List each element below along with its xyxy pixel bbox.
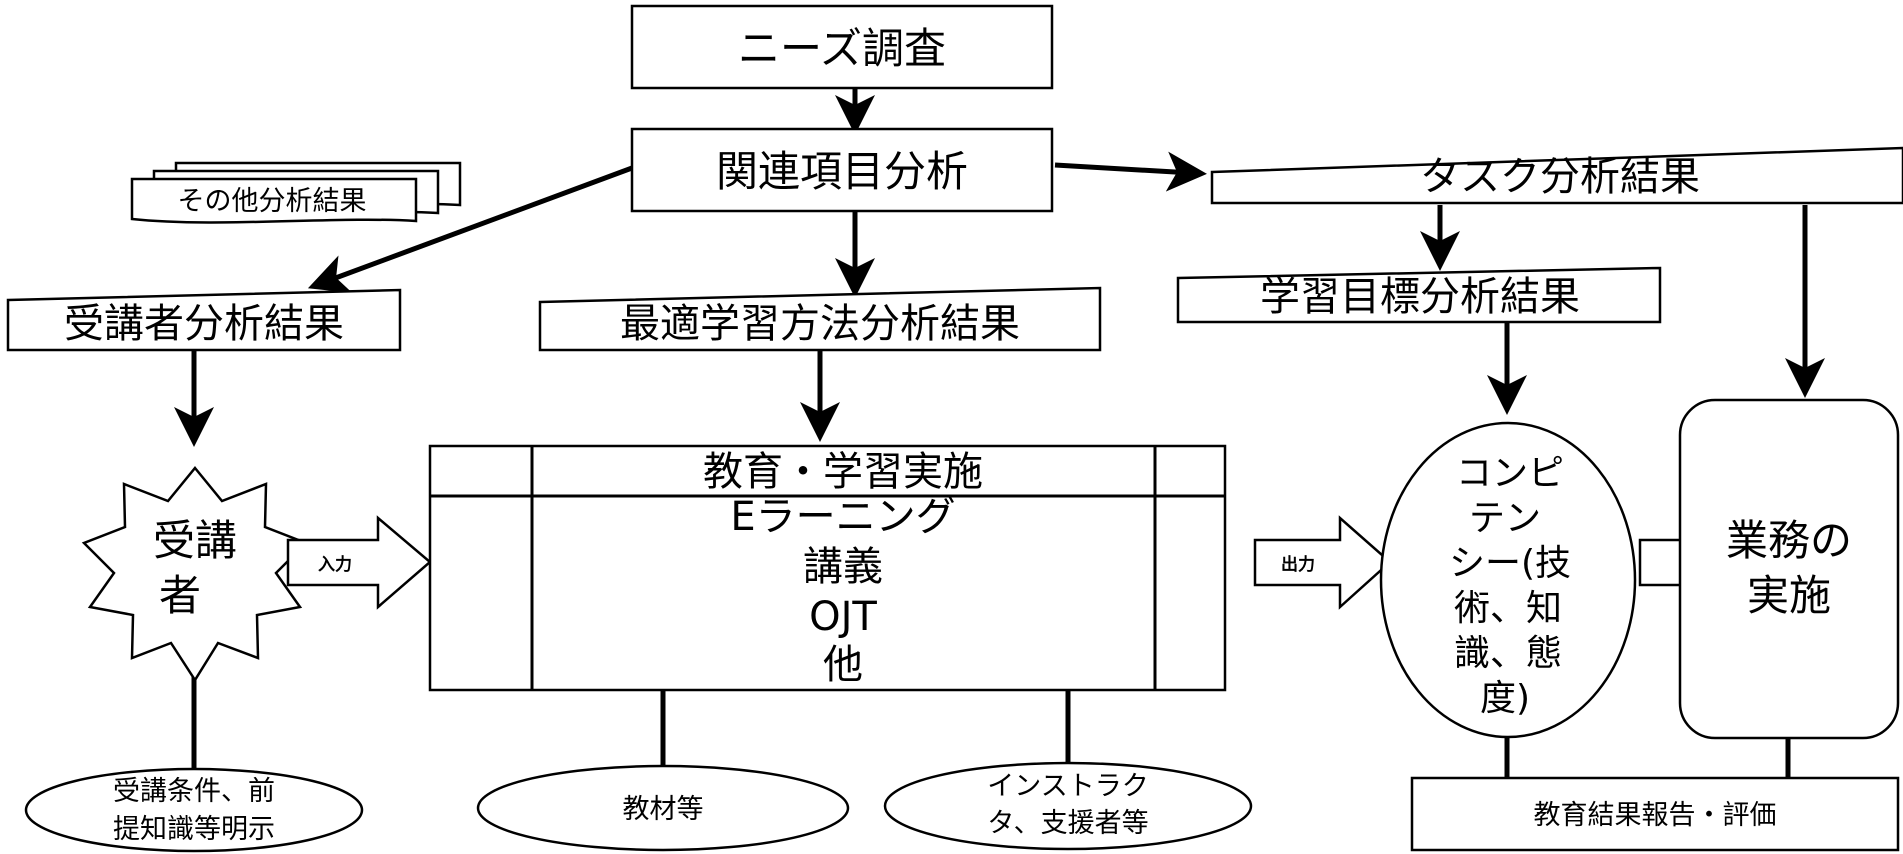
instructor-line2: タ、支援者等 — [987, 808, 1148, 839]
learner-conditions-line2: 提知識等明示 — [113, 814, 275, 845]
education-report-box: 教育結果報告・評価 — [1410, 776, 1900, 852]
task-results-label: タスク分析結果 — [1420, 154, 1700, 200]
output-block-arrow: 出力 — [1253, 515, 1392, 610]
materials-ellipse: 教材等 — [476, 764, 850, 852]
education-title: 教育・学習実施 — [703, 449, 983, 495]
education-item-elearning: Eラーニング — [730, 494, 955, 540]
learner-results-label: 受講者分析結果 — [64, 301, 344, 347]
learner-conditions-line1: 受講条件、前 — [113, 776, 275, 807]
learner-conditions-ellipse: 受講条件、前 提知識等明示 — [24, 767, 364, 853]
competency-line4: 術、知 — [1454, 588, 1562, 629]
goal-results-box: 学習目標分析結果 — [1176, 266, 1662, 324]
related-analysis-label: 関連項目分析 — [716, 147, 968, 196]
competency-line1: コンピ — [1456, 453, 1564, 494]
instructor-ellipse: インストラク タ、支援者等 — [883, 761, 1253, 851]
related-analysis-box: 関連項目分析 — [630, 127, 1054, 213]
learner-results-box: 受講者分析結果 — [6, 288, 402, 352]
business-line2: 実施 — [1747, 571, 1831, 620]
learner-label-line1: 受講 — [153, 516, 237, 565]
other-results-label: その他分析結果 — [178, 186, 367, 217]
needs-survey-label: ニーズ調査 — [738, 24, 946, 73]
needs-survey-box: ニーズ調査 — [630, 4, 1054, 90]
competency-line5: 識、態 — [1454, 633, 1562, 674]
input-arrow-label: 入力 — [318, 554, 352, 575]
education-item-lecture: 講義 — [803, 544, 883, 590]
goal-results-label: 学習目標分析結果 — [1260, 274, 1580, 320]
learner-label-line2: 者 — [159, 571, 201, 620]
method-results-label: 最適学習方法分析結果 — [620, 301, 1020, 347]
competency-line2: テン — [1469, 498, 1541, 539]
competency-line6: 度) — [1480, 678, 1530, 719]
education-item-ojt: OJT — [809, 594, 877, 640]
other-results-document: その他分析結果 — [130, 161, 462, 224]
output-arrow-label: 出力 — [1281, 554, 1315, 575]
input-block-arrow: 入力 — [286, 515, 432, 610]
competency-ellipse: コンピ テン シー(技 術、知 識、態 度) — [1379, 421, 1637, 739]
arrow-related-to-task — [1054, 151, 1207, 192]
instructor-line1: インストラク — [987, 771, 1148, 802]
learner-star: 受講 者 — [81, 466, 309, 683]
education-box: 教育・学習実施 Eラーニング 講義 OJT 他 — [428, 444, 1227, 692]
materials-label: 教材等 — [623, 794, 704, 825]
connectors — [174, 78, 1825, 778]
education-item-other: 他 — [823, 642, 863, 688]
business-box: 業務の 実施 — [1678, 398, 1900, 740]
competency-line3: シー(技 — [1449, 543, 1571, 584]
task-results-box: タスク分析結果 — [1210, 146, 1903, 205]
arrow-related-to-learner — [307, 165, 633, 294]
business-line1: 業務の — [1726, 516, 1852, 565]
education-report-label: 教育結果報告・評価 — [1534, 800, 1777, 831]
method-results-box: 最適学習方法分析結果 — [538, 286, 1102, 352]
